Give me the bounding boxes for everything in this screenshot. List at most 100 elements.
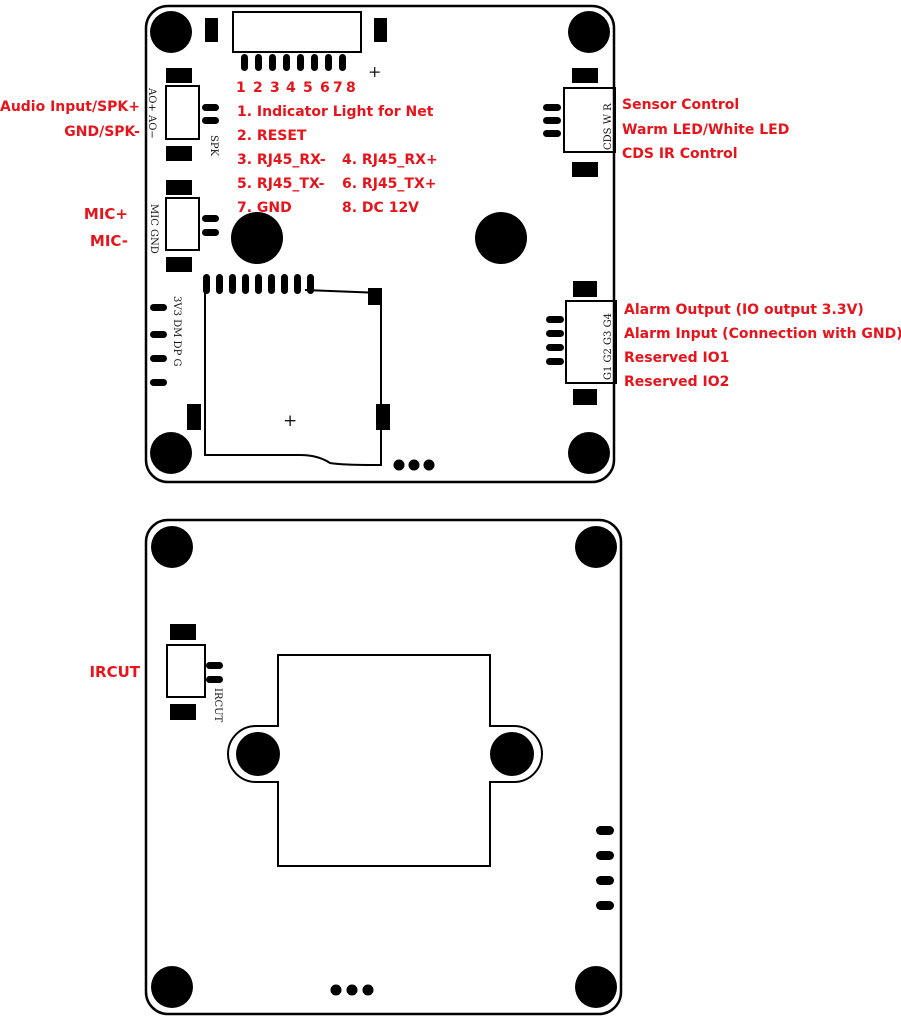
side-pads <box>596 826 614 910</box>
ircut-silkscreen: IRCUT <box>212 688 223 723</box>
warm-led-label: Warm LED/White LED <box>622 122 789 138</box>
test-pads <box>330 984 374 996</box>
alarm-silkscreen: G1 G2 G3 G4 <box>603 313 614 380</box>
connector-pin <box>339 54 346 71</box>
connector-pin <box>283 54 290 71</box>
alarm-output-label: Alarm Output (IO output 3.3V) <box>624 302 864 318</box>
connector-pin <box>202 215 219 222</box>
alarm-input-label: Alarm Input (Connection with GND) <box>624 326 901 342</box>
sd-contact <box>268 274 275 294</box>
sd-anchor-pad <box>368 288 382 305</box>
connector-body <box>165 85 200 140</box>
mounting-hole <box>231 212 283 264</box>
mounting-hole <box>568 432 610 474</box>
cds-ir-label: CDS IR Control <box>622 146 738 162</box>
connector-pin <box>241 54 248 71</box>
reserved-io1-label: Reserved IO1 <box>624 350 729 366</box>
pin-legend-item: 4. RJ45_RX+ <box>342 152 438 168</box>
connector-pins <box>241 54 346 71</box>
test-pad <box>423 459 435 471</box>
sd-contact <box>281 274 288 294</box>
connector-pin <box>206 662 223 669</box>
bottom-board: IRCUT IRCUT <box>89 518 623 1016</box>
test-pad <box>393 459 405 471</box>
connector-pin <box>543 130 561 137</box>
pin-number: 2 <box>253 80 263 96</box>
pin-legend: 1. Indicator Light for Net 2. RESET 3. R… <box>237 104 438 216</box>
lens-mount-hole <box>236 732 280 776</box>
connector-anchor-pad <box>374 18 387 42</box>
mic-plus-label: MIC+ <box>84 205 128 223</box>
test-pads <box>393 459 435 471</box>
sd-contact <box>242 274 249 294</box>
usb-silkscreen: 3V3 DM DP G <box>171 296 182 366</box>
connector-pin <box>202 117 219 124</box>
mounting-hole <box>150 432 192 474</box>
connector-anchor-pad <box>166 257 192 272</box>
mounting-hole <box>575 526 617 568</box>
pin-number: 7 <box>333 80 343 96</box>
mounting-hole <box>575 966 617 1008</box>
sd-contact <box>294 274 301 294</box>
pin-number: 3 <box>270 80 280 96</box>
sd-anchor-pad <box>187 404 201 430</box>
gnd-spk-label: GND/SPK- <box>64 124 140 140</box>
pin-number: 1 <box>236 80 246 96</box>
sensor-connector: CDS W R <box>543 68 616 177</box>
connector-pin <box>311 54 318 71</box>
connector-anchor-pad <box>170 624 196 640</box>
pin-legend-item: 6. RJ45_TX+ <box>342 176 436 192</box>
sd-card-slot: + <box>187 274 390 466</box>
pin-legend-item: 8. DC 12V <box>342 200 419 216</box>
connector-body <box>563 87 616 153</box>
connector-anchor-pad <box>573 389 597 405</box>
connector-body <box>565 300 617 384</box>
ircut-label: IRCUT <box>89 663 140 681</box>
mounting-hole <box>151 526 193 568</box>
audio-pins-silkscreen: AO+ AO− <box>146 87 157 139</box>
connector-anchor-pad <box>573 281 597 297</box>
sd-contact <box>229 274 236 294</box>
connector-pin <box>546 358 564 365</box>
connector-plus: + <box>368 62 381 81</box>
mic-connector: MIC GND <box>148 180 219 272</box>
connector-anchor-pad <box>166 146 192 161</box>
connector-pin <box>255 54 262 71</box>
pin-legend-item: 5. RJ45_TX- <box>237 176 325 192</box>
pin-number: 6 <box>320 80 330 96</box>
pin-numbers: 1 2 3 4 5 6 7 8 <box>236 80 356 96</box>
pin-legend-item: 2. RESET <box>237 128 307 144</box>
mounting-hole <box>150 11 192 53</box>
reserved-io2-label: Reserved IO2 <box>624 374 729 390</box>
side-pad <box>596 901 614 910</box>
ircut-connector: IRCUT <box>166 624 223 723</box>
connector-pin <box>546 330 564 337</box>
connector-pin <box>206 676 223 683</box>
audio-connector: AO+ AO− SPK <box>146 68 219 161</box>
usb-pad <box>150 331 167 338</box>
connector-pin <box>269 54 276 71</box>
lens-mount <box>227 654 543 867</box>
sensor-control-label: Sensor Control <box>622 97 739 113</box>
connector-anchor-pad <box>166 180 192 195</box>
side-pad <box>596 826 614 835</box>
connector-body <box>232 11 362 53</box>
mounting-hole <box>568 11 610 53</box>
spk-silkscreen: SPK <box>208 135 219 157</box>
sd-contact <box>203 274 210 294</box>
sd-card-outline <box>204 287 382 466</box>
test-pad <box>346 984 358 996</box>
connector-pin <box>297 54 304 71</box>
test-pad <box>362 984 374 996</box>
usb-pad <box>150 355 167 362</box>
connector-anchor-pad <box>572 68 598 83</box>
pin-number: 8 <box>346 80 356 96</box>
test-pad <box>330 984 342 996</box>
sd-card-contacts <box>203 274 314 294</box>
side-pad <box>596 876 614 885</box>
connector-anchor-pad <box>166 68 192 83</box>
connector-pin <box>325 54 332 71</box>
connector-pin <box>202 229 219 236</box>
side-pad <box>596 851 614 860</box>
